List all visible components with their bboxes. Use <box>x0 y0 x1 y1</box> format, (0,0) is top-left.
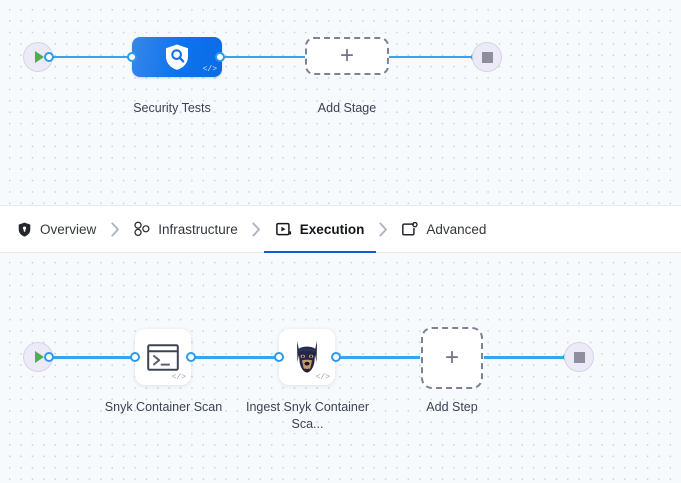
step-start-marker[interactable] <box>23 342 53 372</box>
connector-line <box>484 356 572 359</box>
nodes-cluster-icon <box>134 221 150 237</box>
terminal-icon <box>147 343 179 371</box>
port-stage-out[interactable] <box>215 52 225 62</box>
step-label-snyk-container-scan: Snyk Container Scan <box>104 400 223 414</box>
step-label-ingest-snyk-container-scan: Ingest Snyk Container Sca... <box>246 400 369 431</box>
connector-line <box>335 356 420 359</box>
port-start-out[interactable] <box>44 352 54 362</box>
port-step-out[interactable] <box>331 352 341 362</box>
tab-separator-chevron-right-icon <box>240 221 274 237</box>
port-step-out[interactable] <box>186 352 196 362</box>
add-step-button[interactable]: + <box>421 327 483 389</box>
step-code-badge[interactable]: </> <box>315 373 330 382</box>
connector-line <box>47 356 139 359</box>
step-node-snyk-container-scan[interactable]: </> <box>135 329 191 385</box>
tab-execution[interactable]: Execution <box>263 206 376 254</box>
connector-line <box>190 356 282 359</box>
plus-icon: + <box>339 42 354 69</box>
step-node-ingest-snyk-container-scan[interactable]: </> <box>279 329 335 385</box>
tab-advanced-label: Advanced <box>426 221 487 237</box>
stop-square-icon <box>573 351 585 363</box>
port-stage-in[interactable] <box>127 52 137 62</box>
connector-line <box>219 55 309 58</box>
play-box-icon <box>275 221 292 237</box>
tab-separator-chevron-right-icon <box>98 221 132 237</box>
connector-line <box>385 55 481 58</box>
tab-overview-label: Overview <box>40 221 97 237</box>
tab-advanced[interactable]: Advanced <box>400 206 488 253</box>
port-step-in[interactable] <box>130 352 140 362</box>
add-stage-label: Add Stage <box>317 101 377 115</box>
tab-infrastructure-label: Infrastructure <box>158 221 238 237</box>
start-play-icon <box>34 351 44 363</box>
start-play-icon <box>34 51 44 63</box>
doberman-icon <box>297 341 317 373</box>
port-step-in[interactable] <box>274 352 284 362</box>
shield-icon <box>16 221 32 237</box>
shield-search-icon <box>166 44 188 70</box>
stage-code-badge[interactable]: </> <box>202 65 217 74</box>
step-end-marker[interactable] <box>564 342 594 372</box>
stage-canvas[interactable]: </> Security Tests + Add Stage <box>0 0 681 205</box>
stage-node-security-tests[interactable]: </> <box>132 37 222 77</box>
settings-box-icon <box>402 221 419 237</box>
connector-line <box>47 55 139 58</box>
add-stage-button[interactable]: + <box>305 37 389 75</box>
step-canvas[interactable]: </> Snyk Container Scan <box>0 253 681 483</box>
pipeline-section-tabs[interactable]: Overview Infrastructure <box>0 205 681 254</box>
tab-infrastructure[interactable]: Infrastructure <box>132 206 240 253</box>
stage-label-security-tests: Security Tests <box>133 101 211 115</box>
stage-end-marker[interactable] <box>472 42 502 72</box>
stop-square-icon <box>481 51 493 63</box>
tab-separator-chevron-right-icon <box>366 221 400 237</box>
step-code-badge[interactable]: </> <box>171 373 186 382</box>
add-step-label: Add Step <box>426 400 478 414</box>
tab-overview[interactable]: Overview <box>14 206 98 253</box>
tab-execution-label: Execution <box>299 221 365 237</box>
plus-icon: + <box>444 344 459 371</box>
port-start-out[interactable] <box>44 52 54 62</box>
